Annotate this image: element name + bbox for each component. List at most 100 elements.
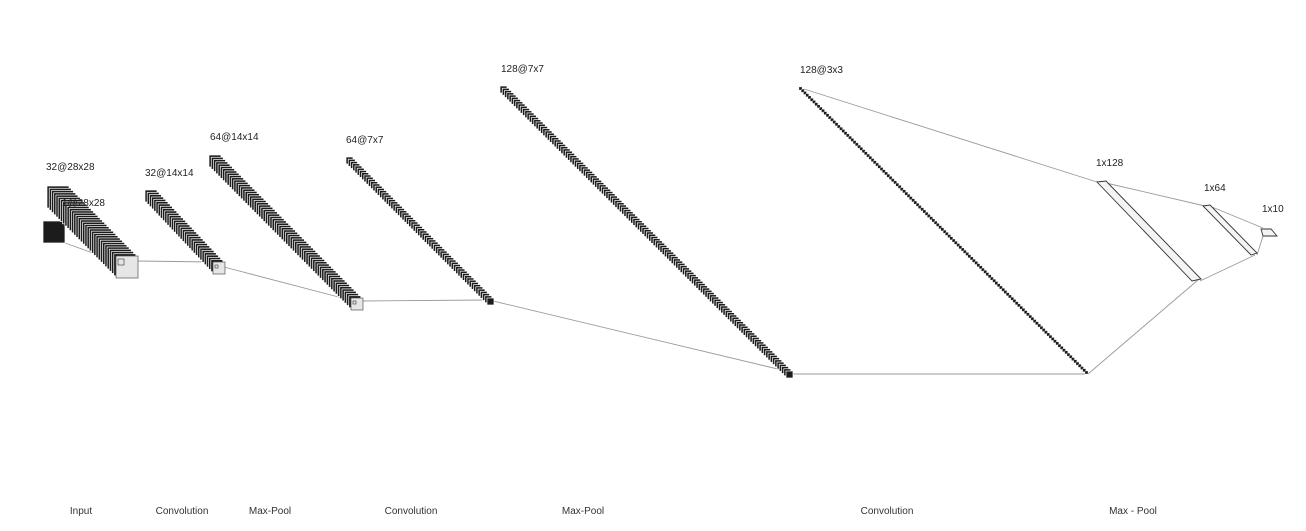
feature-map-pool3-89 xyxy=(999,285,1003,290)
feature-map-pool3-87 xyxy=(994,281,999,285)
feature-map-pool3-31 xyxy=(868,156,872,160)
feature-map-pool3-122 xyxy=(1073,359,1077,363)
feature-map-pool3-40 xyxy=(888,176,893,180)
feature-map-pool3-34 xyxy=(875,162,879,167)
feature-map-pool3-73 xyxy=(963,250,967,254)
feature-map-pool3-28 xyxy=(861,149,866,153)
feature-map-pool3-12 xyxy=(825,113,830,117)
feature-map-pool3-26 xyxy=(857,145,861,149)
layer-label-conv3: 128@7x7 xyxy=(501,64,544,75)
feature-map-pool3-6 xyxy=(812,100,816,104)
feature-map-pool3-66 xyxy=(947,234,951,238)
feature-map-input-0 xyxy=(42,220,66,244)
feature-map-pool3-13 xyxy=(828,115,832,120)
feature-map-stack-pool1 xyxy=(144,189,226,275)
feature-map-pool3-83 xyxy=(985,272,990,276)
feature-map-pool3-42 xyxy=(893,180,897,185)
feature-map-pool3-17 xyxy=(837,124,841,129)
feature-map-pool3-101 xyxy=(1026,312,1030,316)
feature-map-pool3-56 xyxy=(924,212,929,216)
feature-map-conv3-127 xyxy=(785,370,794,379)
feature-map-pool3-65 xyxy=(945,232,949,236)
stage-label-conv-3: Convolution xyxy=(861,506,914,517)
feature-map-pool3-77 xyxy=(972,259,976,263)
feature-map-pool3-59 xyxy=(931,218,935,223)
feature-map-pool3-79 xyxy=(976,263,981,267)
feature-map-pool3-37 xyxy=(882,169,886,173)
feature-map-stack-conv1 xyxy=(46,185,139,279)
connection-fc1-fc2-bottom xyxy=(1199,254,1256,282)
feature-map-pool3-121 xyxy=(1071,357,1075,361)
feature-map-pool3-22 xyxy=(848,136,852,140)
feature-map-pool3-100 xyxy=(1024,310,1028,314)
feature-map-pool3-90 xyxy=(1001,288,1005,292)
feature-map-pool3-105 xyxy=(1035,321,1039,325)
feature-map-pool3-38 xyxy=(884,171,888,176)
feature-map-pool3-32 xyxy=(870,158,875,162)
feature-map-pool3-99 xyxy=(1021,308,1026,312)
feature-map-pool3-74 xyxy=(965,252,969,256)
feature-map-pool3-104 xyxy=(1033,319,1037,323)
feature-map-pool3-49 xyxy=(909,196,913,200)
feature-map-pool3-85 xyxy=(990,276,994,281)
layer-labels: 1@28x28 32@28x28 32@14x14 64@14x14 64@7x… xyxy=(46,64,1284,215)
feature-map-pool3-117 xyxy=(1062,348,1066,352)
feature-map-pool3-60 xyxy=(933,221,938,225)
feature-map-pool3-57 xyxy=(927,214,931,218)
feature-map-pool3-107 xyxy=(1039,326,1044,330)
feature-map-pool3-10 xyxy=(821,109,825,113)
layer-label-fc1: 1x128 xyxy=(1096,158,1124,169)
feature-map-pool3-118 xyxy=(1064,350,1068,354)
feature-map-pool3-27 xyxy=(859,147,863,151)
feature-map-pool3-30 xyxy=(866,153,870,158)
connection-pool1-conv2 xyxy=(223,266,351,301)
layer-label-conv1: 32@28x28 xyxy=(46,162,95,173)
connections xyxy=(64,88,1264,375)
feature-map-pool3-29 xyxy=(864,151,868,155)
feature-map-pool3-9 xyxy=(819,107,823,111)
feature-map-pool3-127 xyxy=(1084,370,1089,375)
feature-map-pool3-54 xyxy=(920,207,924,211)
feature-map-pool3-63 xyxy=(940,227,944,232)
feature-map-pool3-112 xyxy=(1051,337,1055,341)
dense-layers xyxy=(1096,180,1278,282)
feature-map-pool3-109 xyxy=(1044,330,1048,334)
dense-layer-out xyxy=(1260,228,1278,237)
feature-map-pool3-20 xyxy=(843,131,848,135)
feature-map-pool3-86 xyxy=(992,279,996,283)
connection-fc2-out-bottom xyxy=(1256,235,1264,256)
feature-map-pool3-110 xyxy=(1046,332,1050,337)
feature-map-pool3-114 xyxy=(1055,341,1059,346)
feature-map-stack-pool3 xyxy=(798,86,1089,375)
feature-map-pool3-61 xyxy=(936,223,940,227)
feature-map-pool3-24 xyxy=(852,140,857,144)
feature-map-pool3-88 xyxy=(997,283,1001,287)
feature-map-pool3-70 xyxy=(956,243,960,247)
layer-label-pool2: 64@7x7 xyxy=(346,135,384,146)
feature-map-pool3-119 xyxy=(1066,352,1071,357)
feature-map-pool3-72 xyxy=(961,247,965,252)
layer-label-out: 1x10 xyxy=(1262,204,1284,215)
feature-map-pool3-45 xyxy=(900,187,904,191)
feature-map-pool3-92 xyxy=(1006,292,1010,296)
feature-map-pool3-94 xyxy=(1010,297,1014,301)
feature-map-pool3-125 xyxy=(1080,366,1084,370)
feature-map-pool3-1 xyxy=(801,89,805,93)
layer-label-pool1: 32@14x14 xyxy=(145,168,194,179)
feature-map-pool3-11 xyxy=(823,111,827,115)
feature-map-pool3-19 xyxy=(841,129,845,133)
connection-pool3-fc1-top xyxy=(803,88,1098,183)
stage-labels: Input Convolution Max-Pool Convolution M… xyxy=(70,506,1157,517)
feature-map-stack-pool2 xyxy=(345,156,495,306)
feature-map-pool3-84 xyxy=(988,274,992,278)
feature-map-pool3-68 xyxy=(952,238,956,243)
dense-layer-fc1 xyxy=(1096,180,1202,282)
stage-label-conv-2: Convolution xyxy=(385,506,438,517)
feature-map-pool3-23 xyxy=(850,138,854,142)
feature-map-pool3-124 xyxy=(1078,364,1082,368)
feature-map-pool3-50 xyxy=(911,198,915,202)
feature-map-pool3-102 xyxy=(1028,314,1032,319)
feature-map-stack-input xyxy=(42,220,66,244)
feature-map-pool3-46 xyxy=(902,189,906,193)
